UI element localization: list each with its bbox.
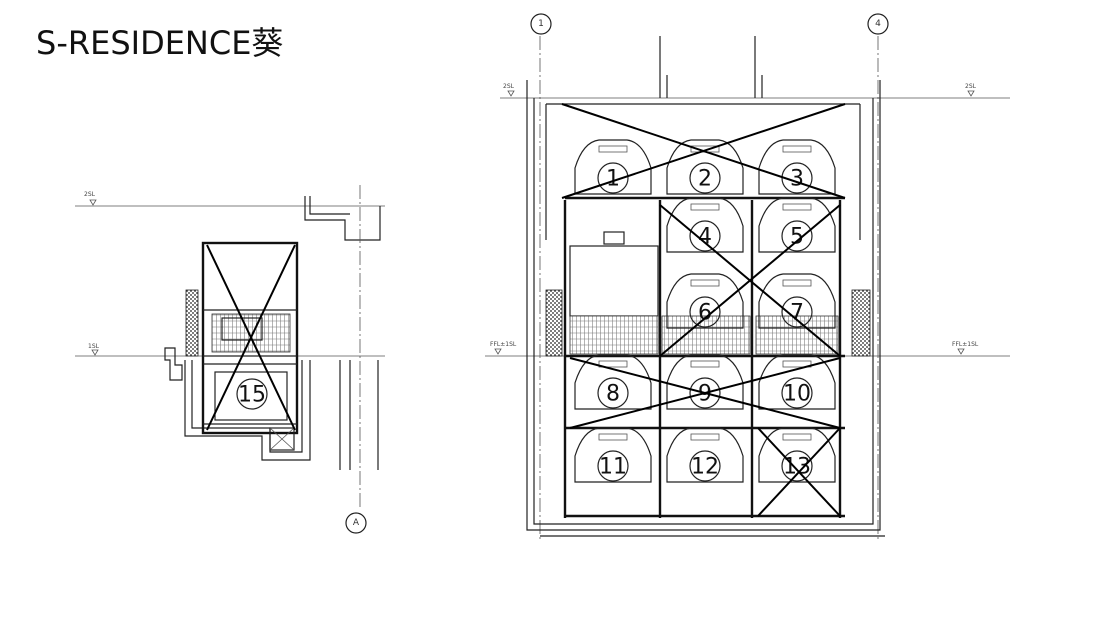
main-level-label-lower-left: FFL±1SL: [490, 341, 517, 348]
pallet-circle-10: [781, 377, 813, 409]
side-grid-axis-label: A: [353, 518, 360, 528]
car-outline: [758, 427, 836, 483]
car-outline: [666, 273, 744, 329]
side-level-label-upper: 2SL: [84, 191, 96, 198]
car-outline: [574, 139, 652, 195]
pallet-number-2: 2: [698, 167, 712, 192]
cross-line-8: [757, 427, 841, 517]
car-outline: [574, 354, 652, 410]
pallet-circle-12: [689, 450, 721, 482]
main-grid-axis-right: 4: [875, 19, 881, 29]
cross-line-2: [561, 103, 846, 199]
car-plate: [782, 279, 812, 287]
cross-line-6: [569, 357, 841, 429]
car-plate: [598, 433, 628, 441]
pallet-number-11: 11: [599, 455, 627, 480]
pallet-circle-5: [781, 220, 813, 252]
car-plate: [598, 145, 628, 153]
main-grid-bubble-left: [530, 13, 552, 35]
main-level-label-upper-right: 2SL: [965, 83, 977, 90]
pallet-circle-1: [597, 162, 629, 194]
main-grid-bubble-right: [867, 13, 889, 35]
pallet-number-4: 4: [698, 225, 712, 250]
pallet-number-10: 10: [783, 382, 811, 407]
main-section: 1 4 2SL 2SL FFL±1SL FFL±1SL: [485, 13, 1010, 540]
main-grid-axis-left: 1: [538, 19, 544, 29]
pallet-circle-4: [689, 220, 721, 252]
pallet-number-6: 6: [698, 301, 712, 326]
car-plate: [690, 203, 720, 211]
main-level-label-upper-left: 2SL: [503, 83, 515, 90]
car-plate: [690, 279, 720, 287]
car-outline: [574, 427, 652, 483]
side-cross-line-b: [206, 244, 296, 431]
car-outline: [758, 273, 836, 329]
pallet-number-7: 7: [790, 301, 804, 326]
pallet-circle-11: [597, 450, 629, 482]
pallet-number-8: 8: [606, 382, 620, 407]
car-plate: [782, 145, 812, 153]
car-outline: [758, 197, 836, 253]
side-section: 2SL 1SL A 15: [75, 185, 385, 534]
pallet-circle-9: [689, 377, 721, 409]
pallet-number-15: 15: [238, 383, 266, 408]
page-title: S-RESIDENCE葵: [36, 24, 284, 62]
pallet-number-3: 3: [790, 167, 804, 192]
cross-line-4: [659, 204, 841, 357]
side-grid-bubble: [345, 512, 367, 534]
car-plate: [782, 433, 812, 441]
pallet-number-12: 12: [691, 455, 719, 480]
side-level-label-lower: 1SL: [88, 343, 100, 350]
car-outline: [758, 354, 836, 410]
car-outline: [758, 139, 836, 195]
car-outline: [666, 354, 744, 410]
pallet-circle-2: [689, 162, 721, 194]
pallet-circle-7: [781, 296, 813, 328]
pallet-circle-13: [781, 450, 813, 482]
pallet-circle-6: [689, 296, 721, 328]
main-level-label-lower-right: FFL±1SL: [952, 341, 979, 348]
pallet-circle-8: [597, 377, 629, 409]
car-plate: [690, 360, 720, 368]
car-plate: [690, 433, 720, 441]
pallet-number-1: 1: [606, 167, 620, 192]
car-plate: [598, 360, 628, 368]
car-outline: [666, 427, 744, 483]
car-outline: [666, 139, 744, 195]
car-plate: [782, 360, 812, 368]
car-plate: [782, 203, 812, 211]
